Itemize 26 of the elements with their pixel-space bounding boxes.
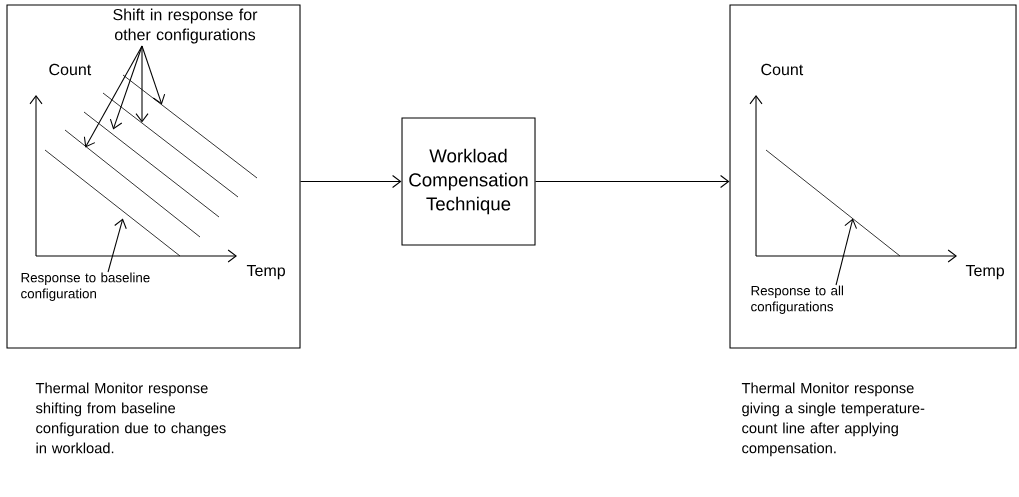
- axis-label: Temp: [965, 265, 1004, 280]
- response-line: [102, 92, 239, 198]
- panel-frame: [6, 4, 301, 349]
- process-box: Workload Compensation Technique: [401, 117, 536, 246]
- leader-line: [135, 45, 149, 123]
- leader-line: [83, 45, 143, 148]
- axis-label: Temp: [246, 265, 285, 280]
- leader-line: [109, 45, 143, 130]
- description-text: Thermal Monitor response shifting from baseline configuration due to changes in workload.: [35, 382, 226, 454]
- response-line: [83, 111, 220, 218]
- callout-text: Shift in response for other configurations: [113, 8, 258, 44]
- panel-frame: [729, 4, 1017, 349]
- leader-line: [107, 218, 127, 273]
- leader-line: [835, 218, 858, 286]
- callout-text: Response to baseline configuration: [21, 272, 150, 301]
- arrow: [300, 174, 402, 189]
- description-text: Thermal Monitor response giving a single temperature-count line after applying compensation.: [741, 382, 925, 457]
- callout-text: Response to all configurations: [751, 285, 843, 314]
- axis-label: Count: [761, 63, 804, 76]
- arrow: [535, 174, 730, 189]
- response-line: [122, 74, 258, 179]
- response-line: [44, 149, 181, 257]
- response-line: [765, 149, 901, 257]
- response-line: [64, 129, 201, 238]
- axis-label: Count: [49, 63, 92, 76]
- leader-line: [141, 45, 166, 105]
